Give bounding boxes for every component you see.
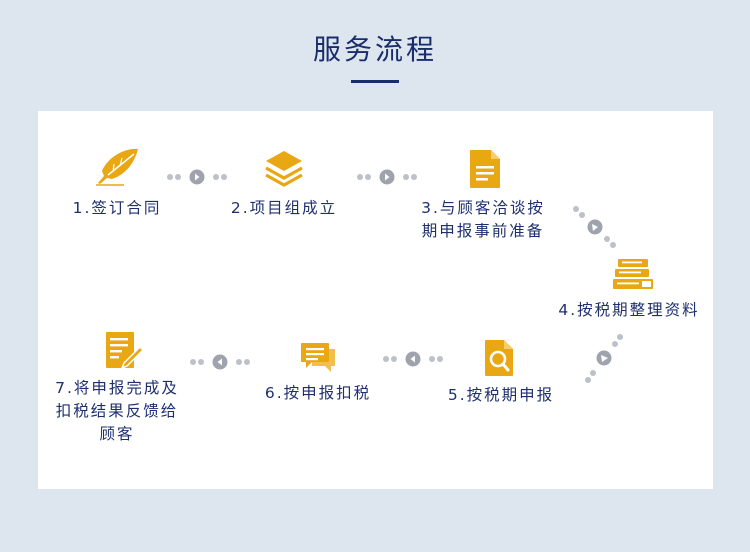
connector-arrow-right xyxy=(357,169,417,185)
connector-arrow-left xyxy=(383,351,443,367)
page-title: 服务流程 xyxy=(312,33,437,66)
feather-quill-icon xyxy=(96,148,138,186)
step-1-label: 1.签订合同 xyxy=(72,199,162,217)
chat-bubbles-icon xyxy=(301,343,335,372)
pencil-document-icon xyxy=(106,332,144,370)
process-card: 1.签订合同 2.项目组成立 3.与顾客洽谈 xyxy=(38,111,713,489)
connector-arrow-down xyxy=(585,334,623,383)
step-5-label: 5.按税期申报 xyxy=(447,386,555,404)
layers-stack-icon xyxy=(265,151,303,187)
connector-arrow-right xyxy=(167,169,227,185)
connector-arrow-down xyxy=(573,206,616,248)
step-3-label: 3.与顾客洽谈按 期申报事前准备 xyxy=(421,199,545,240)
books-stack-icon xyxy=(613,259,653,289)
step-2-label: 2.项目组成立 xyxy=(230,199,338,217)
document-icon xyxy=(470,150,500,188)
step-4-label: 4.按税期整理资料 xyxy=(558,301,700,319)
connector-arrow-left xyxy=(190,354,250,370)
step-7-label: 7.将申报完成及 扣税结果反馈给 顾客 xyxy=(55,379,179,443)
magnifier-document-icon xyxy=(485,340,513,376)
title-underline xyxy=(351,80,399,83)
step-6-label: 6.按申报扣税 xyxy=(264,384,372,402)
